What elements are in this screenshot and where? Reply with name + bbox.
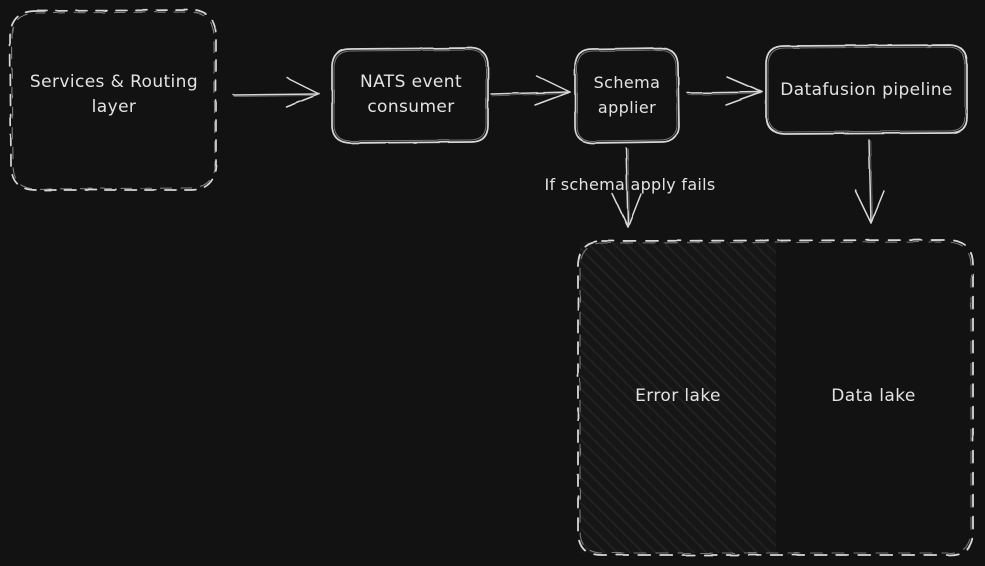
node-datafusion-pipeline[interactable] — [766, 45, 967, 134]
edge-schema-to-error-lake-label: If schema apply fails — [544, 175, 716, 194]
edge-schema-to-error-lake-arrow — [611, 147, 642, 228]
edge-datafusion-to-data-lake-arrow — [854, 139, 885, 224]
node-data-lake[interactable] — [776, 242, 971, 553]
node-error-lake[interactable] — [580, 242, 776, 553]
edge-schema-to-datafusion-arrow — [686, 76, 763, 106]
node-nats-event-consumer[interactable] — [332, 48, 489, 143]
node-services-routing-layer[interactable] — [10, 10, 217, 191]
node-schema-applier[interactable] — [575, 48, 679, 143]
edge-nats-to-schema-arrow — [490, 75, 571, 106]
edge-services-to-nats-arrow — [232, 77, 320, 108]
